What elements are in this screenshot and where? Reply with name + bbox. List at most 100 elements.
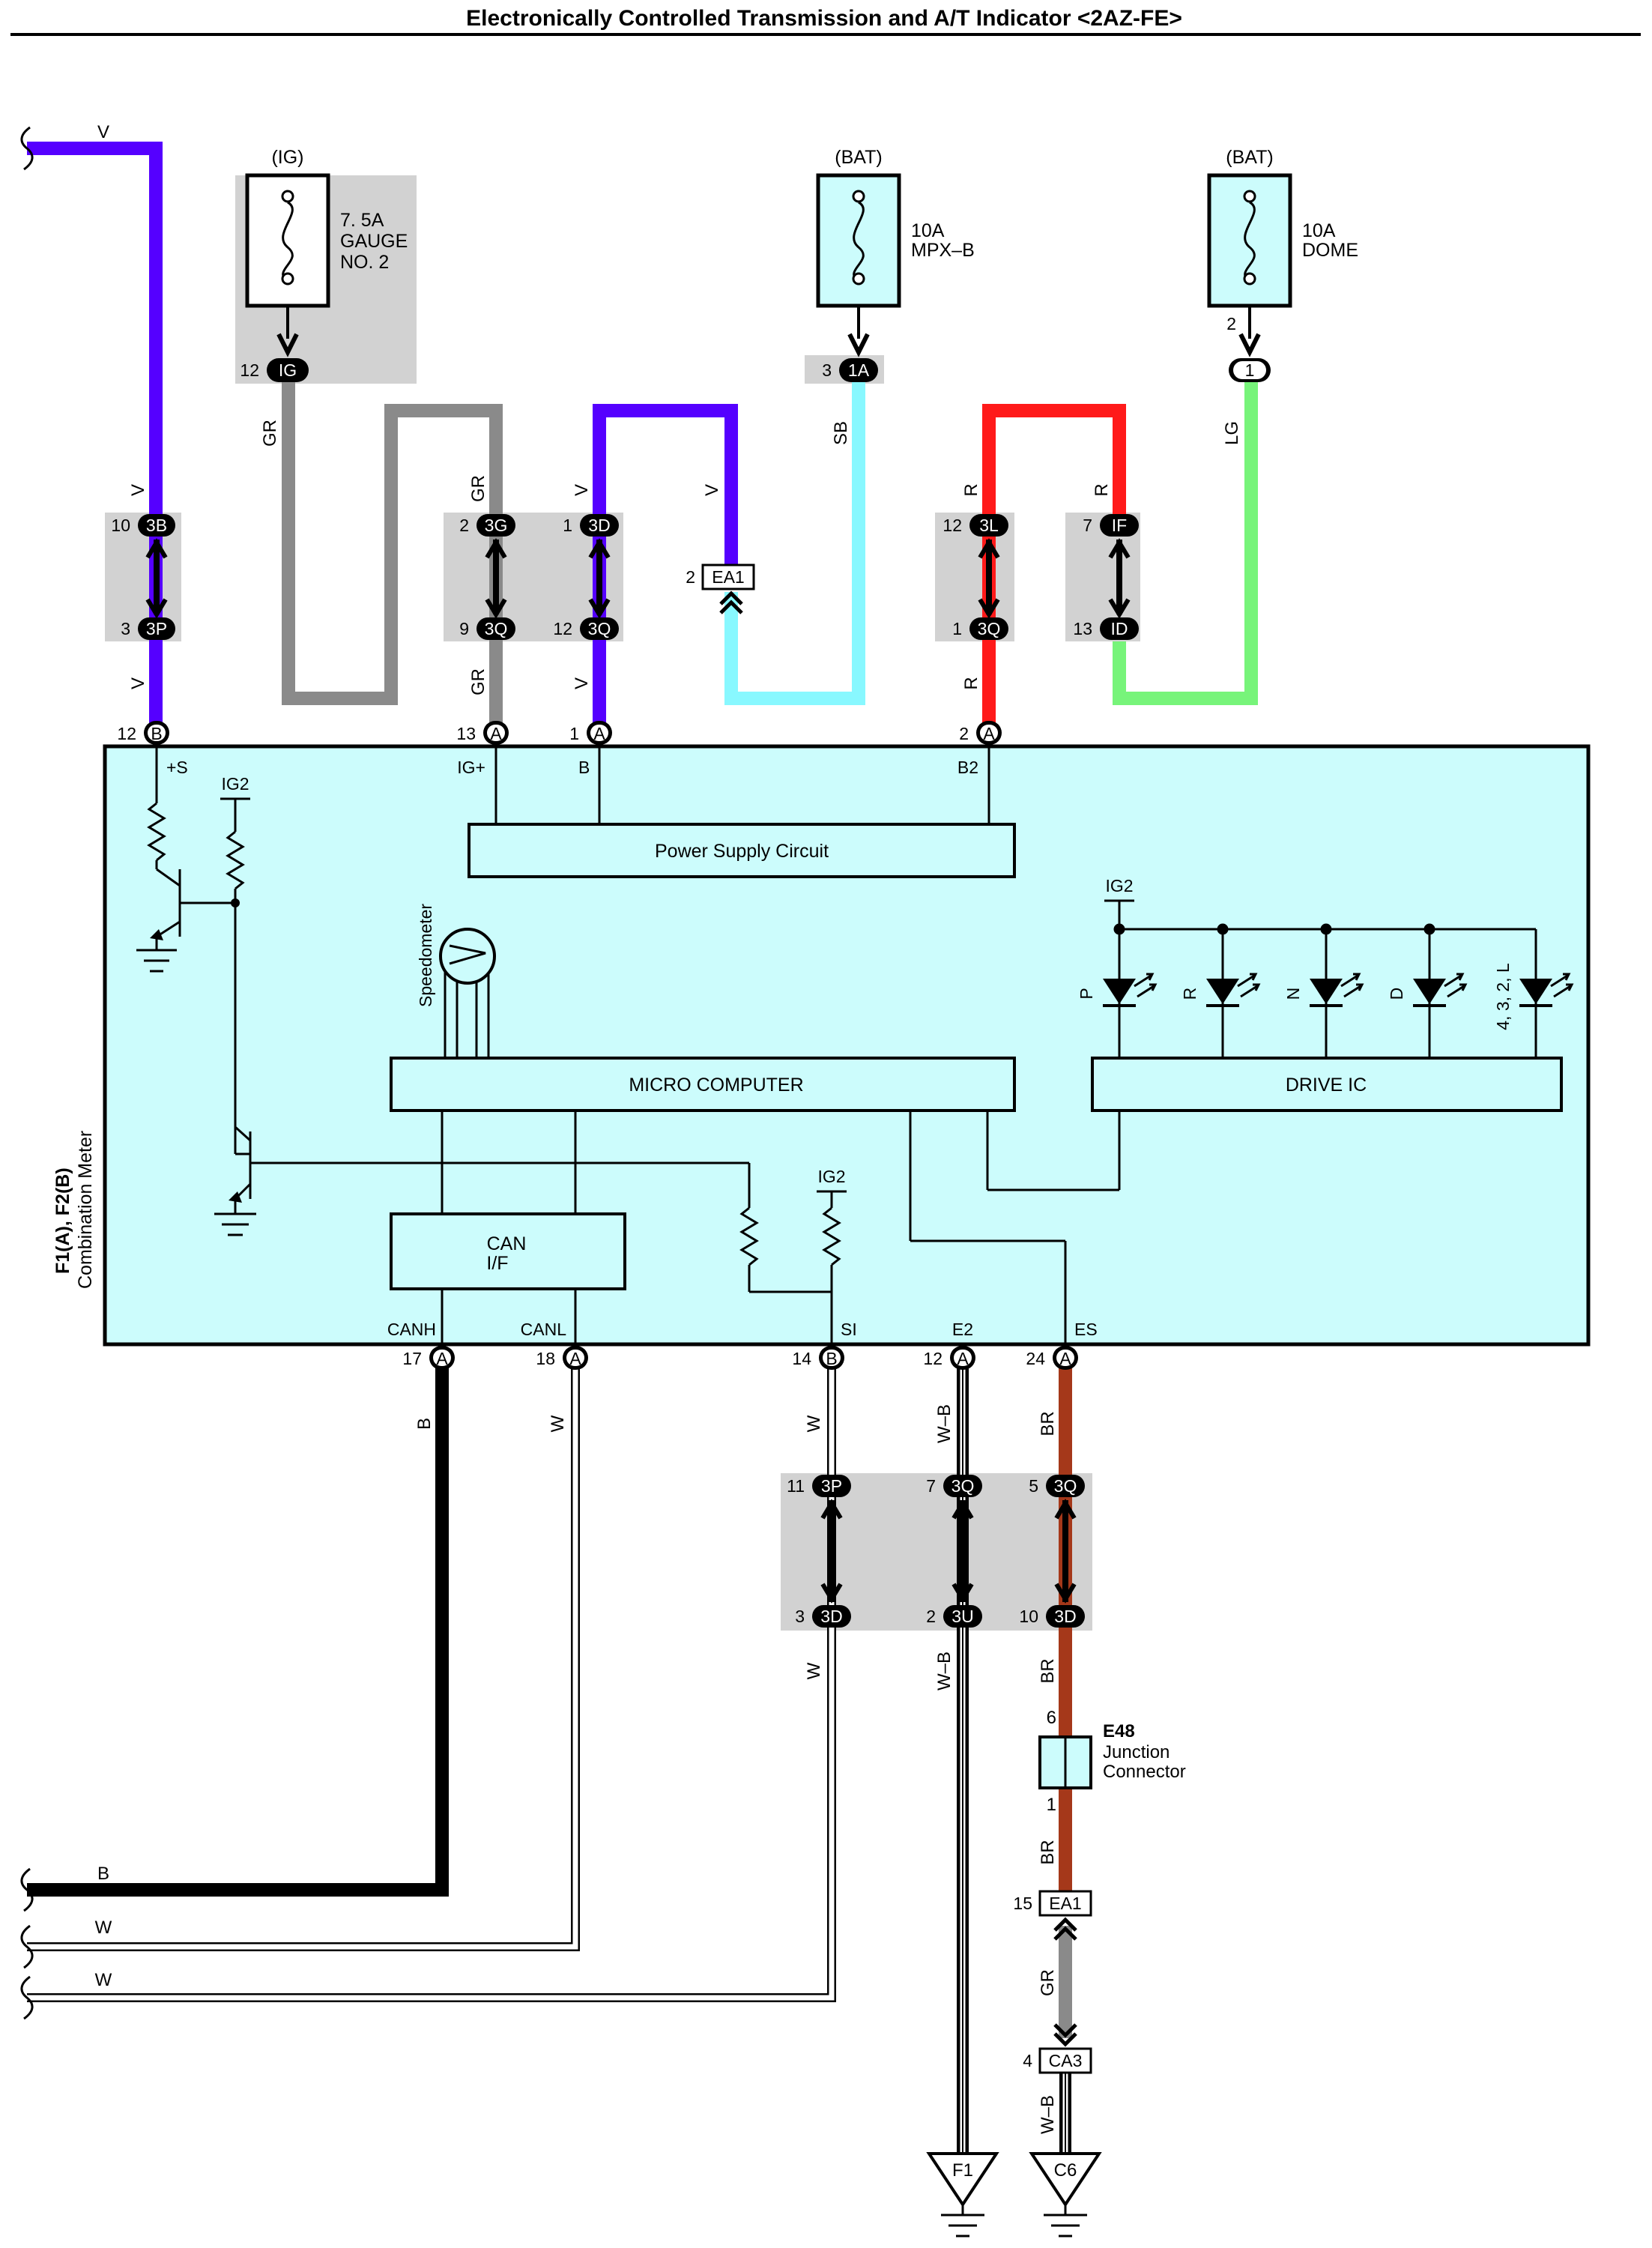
svg-text:3: 3 — [795, 1607, 805, 1626]
fuse-pins: IG 12 1A 3 1 2 — [240, 314, 1271, 382]
svg-text:1: 1 — [1245, 360, 1255, 380]
svg-text:B: B — [97, 1864, 109, 1884]
svg-text:3P: 3P — [821, 1476, 842, 1496]
svg-text:5: 5 — [1029, 1476, 1038, 1496]
fuse-dome: (BAT) 10A DOME — [1207, 147, 1358, 357]
svg-text:EA1: EA1 — [712, 567, 744, 587]
svg-text:4: 4 — [1023, 2051, 1032, 2070]
svg-text:13: 13 — [456, 724, 476, 743]
svg-text:MPX–B: MPX–B — [911, 240, 975, 261]
power-supply-label: Power Supply Circuit — [655, 841, 829, 862]
fuse-gauge: (IG) 7. 5A GAUGE NO. 2 — [245, 147, 408, 357]
svg-text:SB: SB — [831, 421, 851, 445]
svg-text:2: 2 — [959, 724, 969, 743]
svg-text:W–B: W–B — [934, 1652, 954, 1690]
svg-text:W–B: W–B — [1038, 2095, 1058, 2134]
svg-text:IF: IF — [1112, 516, 1127, 535]
svg-text:10: 10 — [1019, 1607, 1038, 1626]
wire-black-canh — [27, 1364, 449, 1897]
svg-text:A: A — [436, 1349, 448, 1368]
svg-text:9: 9 — [459, 619, 469, 638]
svg-text:3Q: 3Q — [951, 1476, 975, 1496]
wire-white-canl-inner — [27, 1364, 578, 1950]
led-label-2: R — [1180, 988, 1199, 1000]
svg-text:24: 24 — [1026, 1349, 1045, 1368]
svg-text:V: V — [572, 677, 592, 689]
svg-text:6: 6 — [1047, 1708, 1056, 1728]
svg-text:C6: C6 — [1054, 2160, 1077, 2181]
break-marks — [20, 126, 34, 2020]
svg-text:3L: 3L — [979, 516, 999, 535]
led-group: P R N D 4, 3, 2, L — [1077, 929, 1574, 1058]
svg-text:12: 12 — [117, 724, 136, 743]
svg-text:CANL: CANL — [521, 1320, 567, 1339]
svg-text:10: 10 — [111, 516, 130, 535]
svg-text:3Q: 3Q — [485, 619, 508, 638]
wire-white-canl-outer — [27, 1364, 580, 1951]
svg-text:R: R — [961, 483, 981, 496]
svg-text:V: V — [97, 122, 109, 142]
led-3: N — [1283, 929, 1364, 1058]
svg-text:3P: 3P — [146, 619, 167, 638]
svg-text:11: 11 — [787, 1476, 805, 1496]
led-label-3: N — [1283, 988, 1303, 1000]
svg-text:1: 1 — [563, 516, 572, 535]
svg-text:R: R — [961, 677, 981, 689]
junction-dot — [231, 898, 240, 907]
wire-gray-ig — [282, 382, 503, 727]
svg-text:CA3: CA3 — [1049, 2051, 1083, 2070]
svg-text:CAN: CAN — [487, 1233, 527, 1254]
svg-text:CANH: CANH — [387, 1320, 436, 1339]
svg-text:3D: 3D — [820, 1607, 842, 1626]
svg-text:V: V — [572, 484, 592, 496]
svg-text:3G: 3G — [485, 516, 508, 535]
svg-text:7: 7 — [926, 1476, 936, 1496]
svg-text:Speedometer: Speedometer — [416, 904, 435, 1007]
svg-text:SI: SI — [841, 1320, 857, 1339]
svg-text:3U: 3U — [951, 1607, 973, 1626]
svg-text:LG: LG — [1222, 421, 1242, 445]
speedometer-gauge: Speedometer — [416, 904, 496, 1007]
svg-text:V: V — [128, 677, 148, 689]
svg-text:W: W — [804, 1662, 824, 1679]
svg-text:NO. 2: NO. 2 — [340, 252, 389, 273]
svg-text:(IG): (IG) — [271, 147, 303, 168]
led-4: D — [1387, 929, 1468, 1058]
transistor-arrow-2 — [229, 1191, 242, 1203]
led-5: 4, 3, 2, L — [1493, 929, 1574, 1058]
wire-labels: V V V GR GR GR V V V SB R R R LG B W W W… — [95, 122, 1242, 2134]
svg-text:Junction: Junction — [1103, 1742, 1170, 1762]
svg-text:15: 15 — [1013, 1894, 1032, 1913]
wire-lg — [1113, 382, 1258, 705]
led-label-1: P — [1077, 988, 1096, 999]
svg-text:F1: F1 — [952, 2160, 973, 2181]
svg-text:GR: GR — [1038, 1969, 1058, 1996]
svg-text:DOME: DOME — [1302, 240, 1358, 261]
svg-text:(BAT): (BAT) — [835, 147, 882, 168]
meter-grounds — [136, 949, 256, 1236]
svg-text:3Q: 3Q — [978, 619, 1001, 638]
svg-text:1: 1 — [952, 619, 962, 638]
svg-text:17: 17 — [402, 1349, 422, 1368]
drive-ic-label: DRIVE IC — [1286, 1075, 1367, 1096]
svg-text:W: W — [548, 1415, 568, 1432]
svg-text:V: V — [128, 484, 148, 496]
svg-text:3B: 3B — [146, 516, 167, 535]
meter-top-pins: B 12 +S A 13 IG+ A 1 B A 2 B2 — [117, 721, 1002, 777]
svg-text:3: 3 — [121, 619, 130, 638]
svg-text:3D: 3D — [588, 516, 610, 535]
combination-meter: F1(A), F2(B) Combination Meter B 12 +S A… — [52, 721, 1591, 1370]
svg-text:2: 2 — [686, 567, 695, 587]
svg-text:E2: E2 — [952, 1320, 973, 1339]
svg-text:+S: +S — [166, 758, 188, 777]
svg-text:7: 7 — [1083, 516, 1092, 535]
svg-text:A: A — [593, 724, 605, 743]
svg-text:A: A — [569, 1349, 581, 1368]
svg-text:GR: GR — [468, 668, 488, 695]
svg-text:Connector: Connector — [1103, 1762, 1186, 1782]
svg-text:EA1: EA1 — [1049, 1894, 1081, 1913]
micro-computer-block — [390, 1057, 1016, 1112]
svg-text:BR: BR — [1038, 1411, 1058, 1436]
svg-text:GR: GR — [468, 475, 488, 502]
ground-f1: F1 — [926, 2152, 999, 2238]
